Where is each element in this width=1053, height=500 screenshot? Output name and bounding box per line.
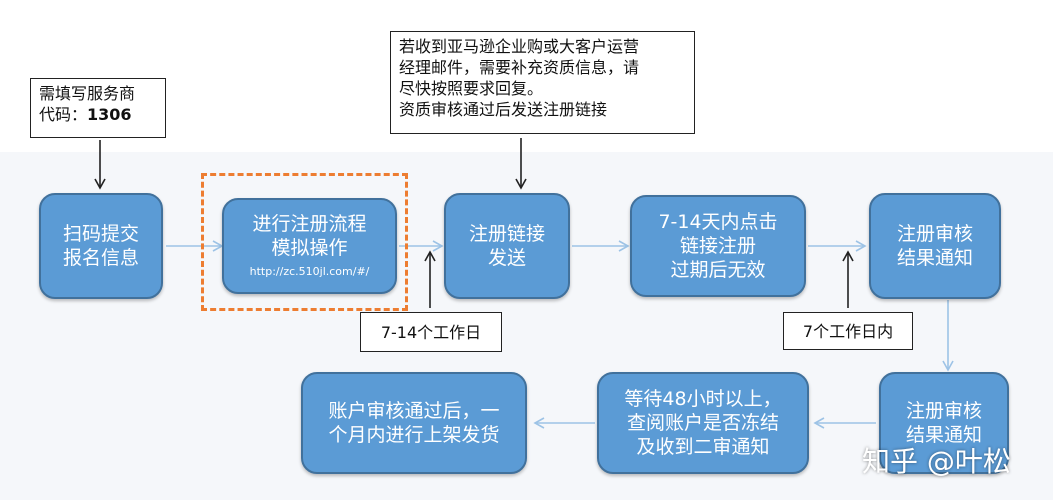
- step-click-link-line2: 链接注册: [679, 235, 756, 257]
- note-service-code-value: 1306: [87, 105, 132, 124]
- step-account-approved-line1: 账户审核通过后，一: [328, 400, 500, 422]
- note-service-code: 需填写服务商 代码：1306: [30, 78, 166, 138]
- step-wait-48h-line2: 查阅账户是否冻结: [626, 412, 779, 434]
- step-simulate-url: http://zc.510jl.com/#/: [249, 265, 370, 278]
- simulation-highlight-frame: [201, 173, 408, 311]
- step-submit-info-line2: 报名信息: [62, 247, 139, 269]
- step-click-link-line1: 7-14天内点击: [658, 211, 778, 233]
- step-click-link-line3: 过期后无效: [670, 259, 766, 281]
- step-review-result-2: 注册审核 结果通知: [879, 372, 1009, 474]
- step-review-result-1: 注册审核 结果通知: [869, 193, 1001, 299]
- step-simulate-line1: 进行注册流程: [252, 213, 367, 235]
- note-service-code-prefix: 代码：: [39, 105, 88, 124]
- step-wait-48h-line1: 等待48小时以上，: [624, 388, 782, 410]
- note-amazon-email: 若收到亚马逊企业购或大客户运营 经理邮件，需要补充资质信息，请 尽快按照要求回复…: [390, 31, 695, 134]
- note-wait-days-1: 7-14个工作日: [360, 312, 502, 352]
- step-click-link: 7-14天内点击 链接注册 过期后无效: [630, 195, 806, 297]
- step-review-result-1-line2: 结果通知: [896, 247, 973, 269]
- zhihu-watermark: 知乎 @叶松: [862, 445, 1011, 478]
- step-submit-info-line1: 扫码提交: [62, 223, 139, 245]
- note-service-code-line1: 需填写服务商: [39, 84, 136, 103]
- step-account-approved: 账户审核通过后，一 个月内进行上架发货: [301, 372, 527, 474]
- step-wait-48h-line3: 及收到二审通知: [636, 436, 770, 458]
- step-account-approved-line2: 个月内进行上架发货: [328, 424, 500, 446]
- step-send-link: 注册链接 发送: [444, 193, 570, 299]
- step-simulate-registration: 进行注册流程 模拟操作 http://zc.510jl.com/#/: [222, 198, 397, 294]
- step-submit-info: 扫码提交 报名信息: [39, 193, 163, 299]
- step-review-result-1-line1: 注册审核: [896, 223, 973, 245]
- note-email-line2: 经理邮件，需要补充资质信息，请: [399, 58, 640, 77]
- note-wait-days-2: 7个工作日内: [783, 312, 913, 350]
- note-email-line1: 若收到亚马逊企业购或大客户运营: [399, 37, 640, 56]
- note-email-line4: 资质审核通过后发送注册链接: [399, 100, 608, 119]
- note-wait-days-1-text: 7-14个工作日: [380, 322, 482, 342]
- step-send-link-line2: 发送: [487, 247, 526, 269]
- note-wait-days-2-text: 7个工作日内: [802, 321, 894, 341]
- note-email-line3: 尽快按照要求回复。: [399, 79, 544, 98]
- step-review-result-2-line2: 结果通知: [905, 424, 982, 446]
- step-simulate-line2: 模拟操作: [271, 237, 348, 259]
- step-wait-48h: 等待48小时以上， 查阅账户是否冻结 及收到二审通知: [597, 372, 809, 474]
- step-review-result-2-line1: 注册审核: [905, 400, 982, 422]
- step-send-link-line1: 注册链接: [468, 223, 545, 245]
- note-service-code-line2: 代码：1306: [39, 104, 157, 125]
